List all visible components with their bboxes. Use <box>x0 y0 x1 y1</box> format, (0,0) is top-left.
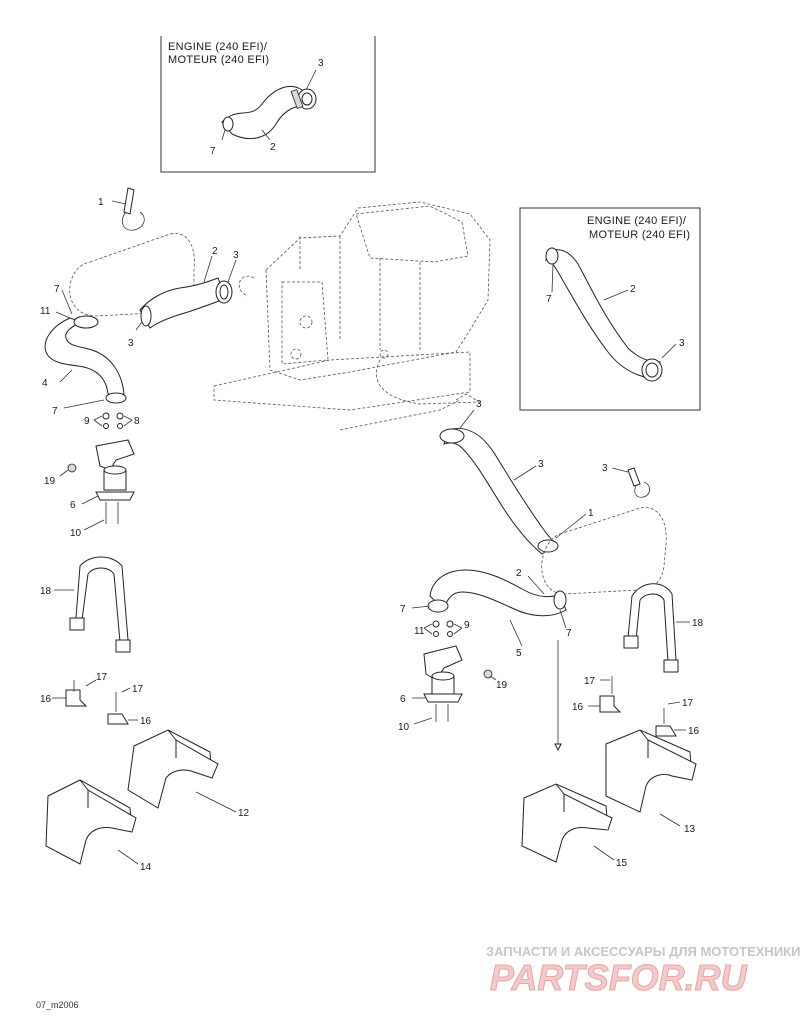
callout-4: 4 <box>42 378 48 389</box>
engine-outline <box>213 201 491 431</box>
callout-7: 7 <box>546 294 552 305</box>
foam-block-14: 14 <box>45 779 152 873</box>
watermark: ЗАПЧАСТИ И АКСЕССУАРЫ ДЛЯ МОТОТЕХНИКИ PA… <box>486 944 800 999</box>
callout-10: 10 <box>70 528 82 539</box>
callout-14: 14 <box>140 862 152 873</box>
callout-7: 2 <box>516 568 522 579</box>
callout-3: 3 <box>679 338 685 349</box>
callout-6: 6 <box>400 694 406 705</box>
bracket-set-right: 17 16 17 16 <box>572 676 700 737</box>
watermark-logo: PARTSFOR.RU <box>490 957 748 998</box>
callout-7: 7 <box>54 284 60 295</box>
callout-17: 17 <box>132 684 144 695</box>
figure-code: 07_m2006 <box>36 1000 79 1010</box>
callout-9: 9 <box>84 416 90 427</box>
callout-7: 7 <box>210 146 216 157</box>
inset-title-line2: MOTEUR (240 EFI) <box>589 229 690 241</box>
inset-title-line1: ENGINE (240 EFI)/ <box>168 41 268 53</box>
callout-7: 7 <box>52 406 58 417</box>
callout-15: 15 <box>616 858 628 869</box>
callout-17: 17 <box>682 698 694 709</box>
inset-engine-240-efi-top: ENGINE (240 EFI)/ MOTEUR (240 EFI) 3 7 2 <box>160 36 376 173</box>
inset-title-line1: ENGINE (240 EFI)/ <box>587 215 687 227</box>
inset-engine-240-efi-right: ENGINE (240 EFI)/ MOTEUR (240 EFI) 7 2 3 <box>519 207 701 411</box>
callout-1: 1 <box>98 197 104 208</box>
callout-11: 11 <box>40 306 51 317</box>
callout-16: 16 <box>140 716 152 727</box>
callout-19: 19 <box>496 680 508 691</box>
callout-9: 11 <box>414 626 425 637</box>
foam-block-13: 13 <box>605 729 697 835</box>
strap-right: 18 <box>623 583 704 673</box>
callout-3: 3 <box>128 338 134 349</box>
callout-12: 12 <box>238 808 250 819</box>
callout-11: 7 <box>566 628 572 639</box>
callout-18: 18 <box>40 586 52 597</box>
watermark-line1: ЗАПЧАСТИ И АКСЕССУАРЫ ДЛЯ МОТОТЕХНИКИ <box>486 944 800 959</box>
callout-19: 19 <box>44 476 56 487</box>
callout-2: 2 <box>212 246 218 257</box>
strap-left: 18 <box>40 556 131 653</box>
left-muffler-assembly: 1 2 3 3 7 11 4 7 9 8 19 <box>40 187 239 539</box>
callout-1: 3 <box>602 463 608 474</box>
callout-3: 3 <box>318 58 324 69</box>
callout-2: 2 <box>630 284 636 295</box>
callout-2: 2 <box>270 142 276 153</box>
callout-2: 3 <box>538 459 544 470</box>
callout-6: 6 <box>70 500 76 511</box>
callout-5: 5 <box>516 648 522 659</box>
callout-13: 13 <box>684 824 696 835</box>
callout-3: 3 <box>233 250 239 261</box>
callout-18: 18 <box>692 618 704 629</box>
right-muffler-assembly: 3 3 1 3 2 7 7 5 11 9 19 <box>398 399 667 752</box>
callout-8: 9 <box>464 620 470 631</box>
callout-3: 1 <box>588 508 594 519</box>
callout-16: 16 <box>572 702 584 713</box>
callout-16: 16 <box>40 694 52 705</box>
callout-17: 17 <box>96 672 108 683</box>
callout-10: 10 <box>398 722 410 733</box>
callout-16: 16 <box>688 726 700 737</box>
callout-3: 3 <box>476 399 482 410</box>
callout-7: 7 <box>400 604 406 615</box>
inset-title-line2: MOTEUR (240 EFI) <box>168 54 269 66</box>
callout-17: 17 <box>584 676 596 687</box>
callout-8: 8 <box>134 416 140 427</box>
foam-block-12: 12 <box>127 729 250 819</box>
bracket-set-left: 17 16 17 16 <box>40 672 152 727</box>
foam-block-15: 15 <box>521 783 628 869</box>
